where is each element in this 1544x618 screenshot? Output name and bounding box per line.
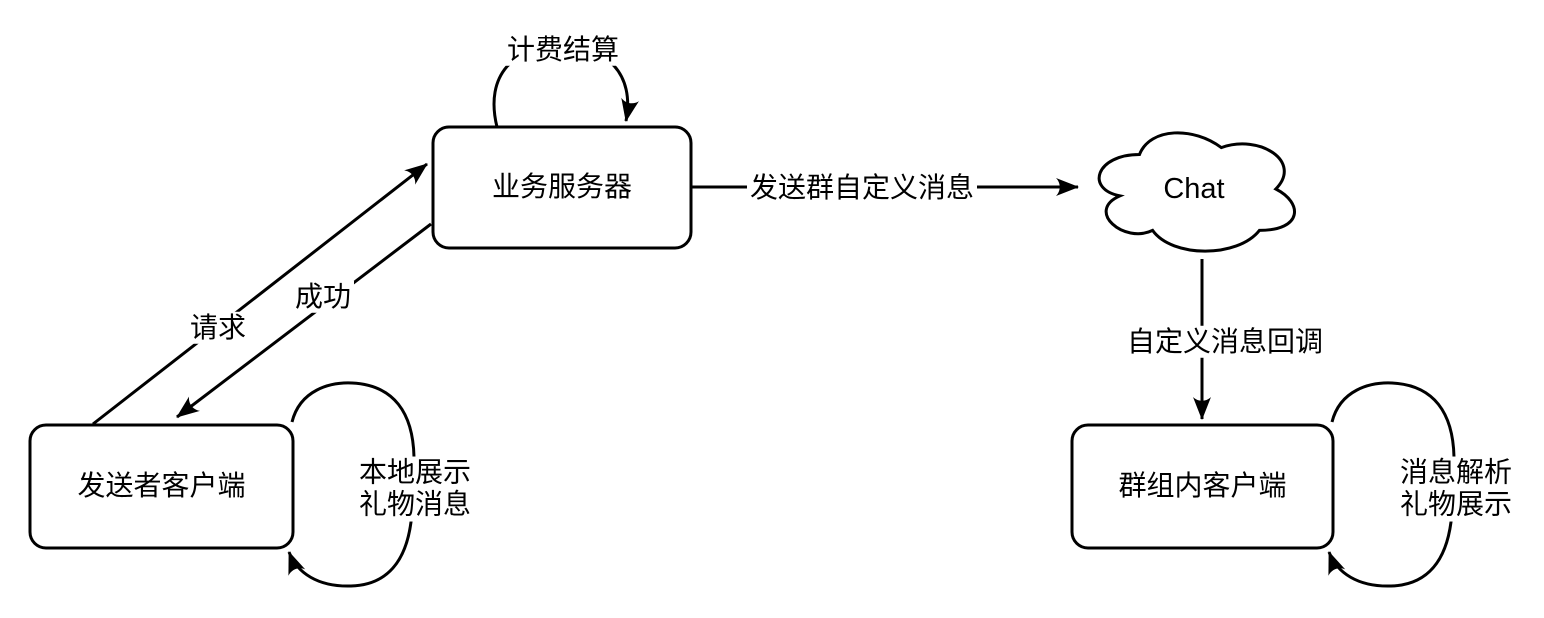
edge-request-label: 请求 — [186, 311, 250, 345]
edge-success-arrow — [176, 222, 432, 419]
edge-request-arrow — [92, 162, 428, 426]
edge-message-parse-label: 消息解析 礼物展示 — [1396, 456, 1516, 522]
edge-local-display-label-line1: 本地展示 — [358, 456, 472, 488]
edge-local-display-label: 本地展示 礼物消息 — [355, 456, 475, 522]
edge-custom-message-callback-label: 自定义消息回调 — [1123, 325, 1327, 359]
edge-local-display-label-line2: 礼物消息 — [358, 489, 472, 520]
edge-message-parse-label-line1: 消息解析 — [1399, 456, 1513, 488]
edge-message-parse-label-line2: 礼物展示 — [1399, 489, 1513, 520]
edge-success-label: 成功 — [291, 280, 355, 314]
edge-billing-label: 计费结算 — [503, 33, 623, 67]
node-group-client-shape — [1070, 423, 1335, 550]
node-sender-client-shape — [28, 423, 295, 550]
node-business-server-shape — [431, 125, 693, 250]
edge-send-custom-message-label: 发送群自定义消息 — [746, 171, 978, 205]
node-chat-cloud-shape — [1097, 131, 1296, 253]
